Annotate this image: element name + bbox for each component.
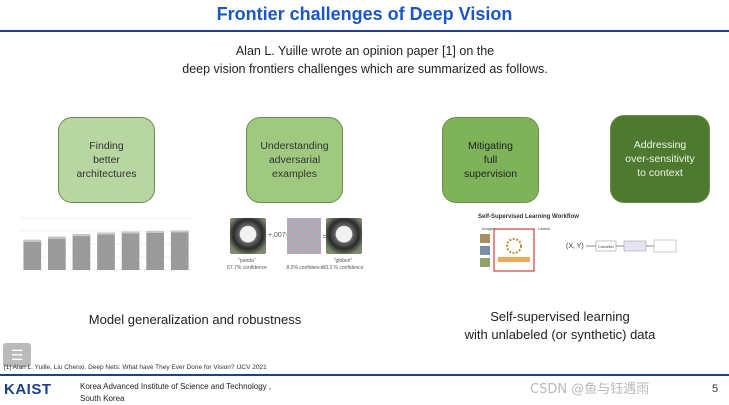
equals-symbol: =: [322, 232, 328, 241]
menu-button[interactable]: ☰: [3, 343, 31, 367]
challenge-card-context: Addressing over-sensitivity to context: [610, 115, 710, 203]
adv-caption-noise-conf: 8.2% confidence: [286, 265, 324, 271]
menu-icon: ☰: [10, 346, 24, 363]
ssl-image-b: [480, 246, 490, 255]
kaist-logo: KAIST: [4, 381, 52, 398]
card-label: Finding better architectures: [76, 139, 137, 181]
csdn-watermark: CSDN @鱼与钰遇雨: [530, 382, 650, 397]
footer-rule: [0, 374, 729, 376]
intro-line-2: deep vision frontiers challenges which a…: [182, 62, 548, 76]
ssl-labels-label: Labels: [538, 226, 550, 231]
bar-2: [72, 234, 91, 270]
caption-generalization: Model generalization and robustness: [88, 312, 302, 327]
noise-image: [287, 218, 321, 254]
reference-footnote: [1] Alan L. Yuille, Liu Chenxi. Deep Net…: [4, 364, 267, 371]
bar-cap-6: [170, 230, 189, 233]
card-label: Addressing over-sensitivity to context: [625, 138, 695, 180]
bar-cap-0: [23, 239, 42, 242]
ssl-convnet-label: ConvNet: [598, 244, 614, 249]
ssl-rotation-glyph: [506, 238, 522, 254]
bar-4: [121, 231, 140, 270]
institute-line-1: Korea Advanced Institute of Science and …: [80, 382, 272, 391]
adv-caption-panda: "panda": [238, 258, 256, 264]
challenge-card-adversarial: Understanding adversarial examples: [246, 117, 343, 203]
bar-cap-4: [121, 231, 140, 234]
ssl-highlight-box: [493, 228, 535, 272]
adv-caption-gibbon: "gibbon": [333, 258, 353, 264]
architecture-bar-chart: [20, 217, 192, 271]
plus-times-symbol: +.007×: [268, 232, 290, 239]
page-number: 5: [712, 383, 719, 395]
ssl-workflow-diagram: Images Labels (X, Y) ConvNet: [480, 226, 677, 272]
ssl-pair-label: (X, Y): [566, 243, 584, 250]
bar-cap-1: [48, 236, 66, 239]
bar-cap-2: [72, 234, 91, 237]
bar-3: [97, 232, 115, 270]
challenge-card-architectures: Finding better architectures: [58, 117, 155, 203]
card-label: Understanding adversarial examples: [260, 139, 329, 181]
ssl-images-label: Images: [482, 226, 495, 231]
ssl-image-c: [480, 258, 490, 267]
bar-1: [48, 236, 66, 270]
ssl-workflow-title: Self-Supervised Learning Workflow: [478, 214, 579, 220]
caption-ssl-line-2: with unlabeled (or synthetic) data: [464, 327, 656, 342]
header-rule: [0, 30, 729, 32]
challenge-card-supervision: Mitigating full supervision: [442, 117, 539, 203]
ssl-representation-box: [623, 240, 647, 252]
panda-image: [230, 218, 266, 254]
slide-title: Frontier challenges of Deep Vision: [216, 4, 513, 24]
ssl-orange-block: [498, 257, 530, 262]
adv-caption-gibbon-conf: 99.3 % confidence: [322, 265, 364, 271]
bar-cap-5: [146, 231, 164, 233]
intro-line-1: Alan L. Yuille wrote an opinion paper [1…: [235, 44, 495, 58]
adv-caption-panda-conf: 57.7% confidence: [227, 265, 267, 271]
bar-6: [170, 230, 189, 270]
ssl-transfer-box: [653, 239, 677, 253]
bar-0: [23, 239, 42, 270]
perturbed-panda-image: [326, 218, 362, 254]
caption-ssl-line-1: Self-supervised learning: [490, 309, 630, 324]
ssl-image-a: [480, 234, 490, 243]
bar-5: [146, 231, 164, 270]
card-label: Mitigating full supervision: [463, 139, 518, 181]
institute-line-2: South Korea: [80, 394, 125, 403]
bar-cap-3: [97, 232, 115, 235]
slide-header: Frontier challenges of Deep Vision: [0, 0, 729, 32]
